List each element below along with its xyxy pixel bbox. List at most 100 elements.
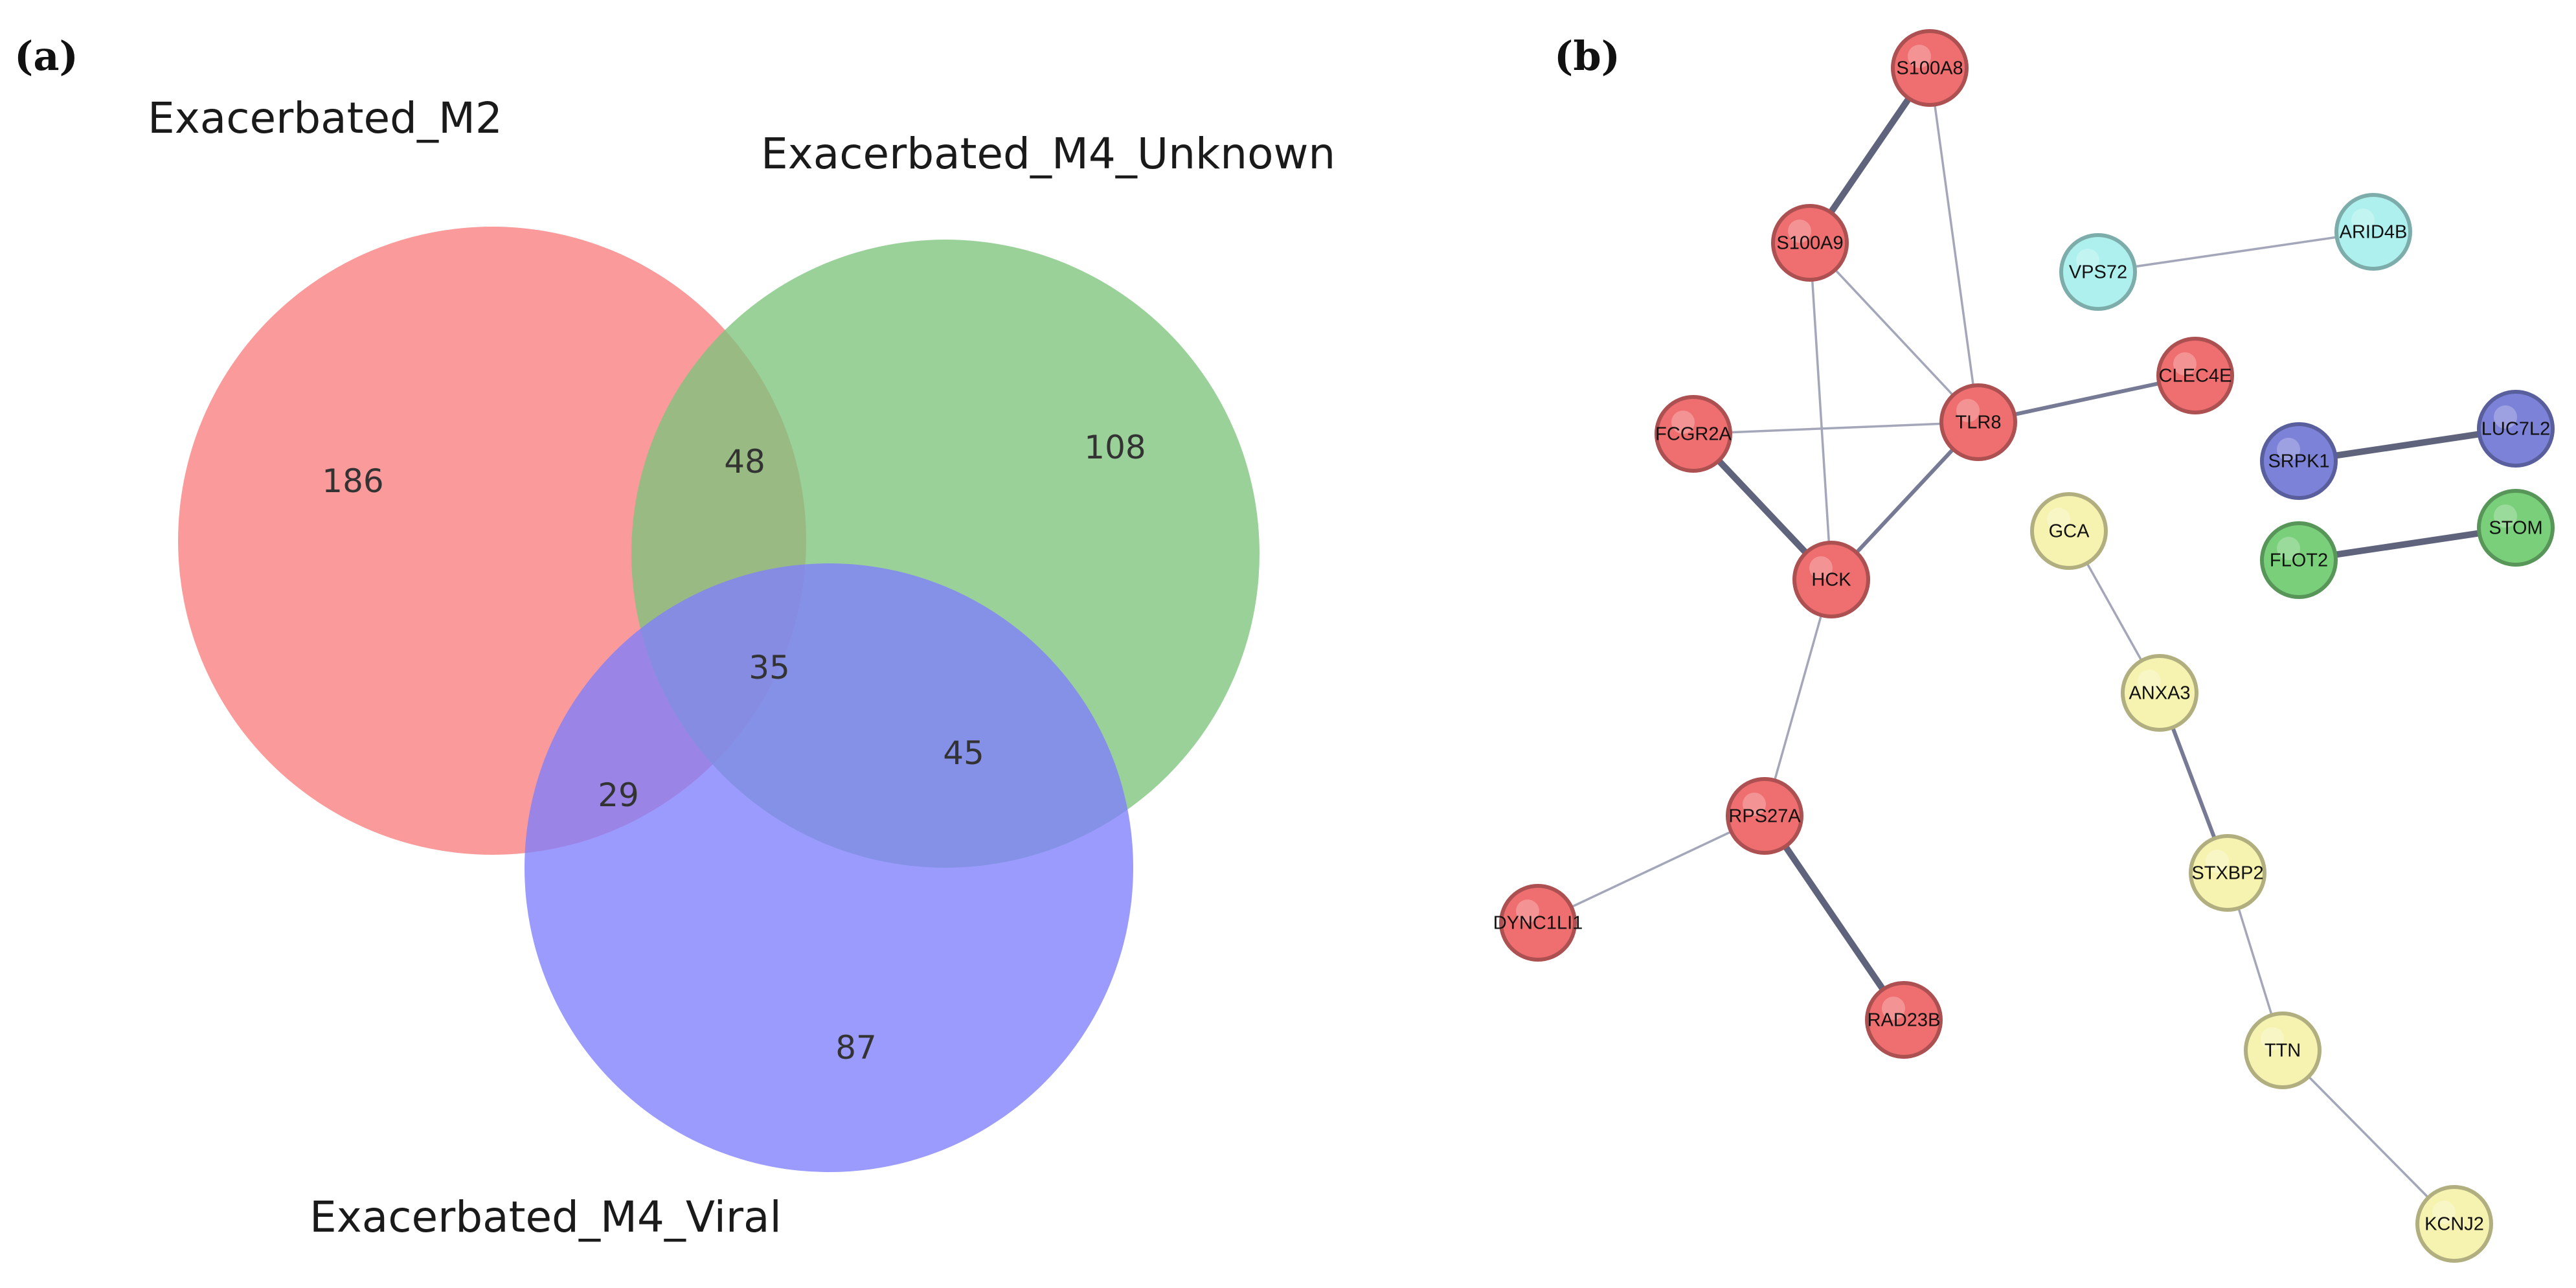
node-rps27a[interactable]: RPS27A bbox=[1726, 777, 1803, 855]
node-label: STXBP2 bbox=[2191, 863, 2263, 884]
venn-diagram: Exacerbated_M2 Exacerbated_M4_Unknown Ex… bbox=[148, 93, 1335, 1242]
node-circle bbox=[2156, 337, 2234, 414]
venn-set-m2-title: Exacerbated_M2 bbox=[148, 93, 503, 143]
node-circle bbox=[2334, 193, 2412, 271]
node-circle bbox=[1726, 777, 1803, 855]
node-highlight bbox=[2261, 1027, 2284, 1050]
node-anxa3[interactable]: ANXA3 bbox=[2121, 654, 2198, 732]
venn-count-m2-unknown: 48 bbox=[724, 443, 765, 480]
node-ttn[interactable]: TTN bbox=[2244, 1011, 2322, 1089]
node-label: CLEC4E bbox=[2159, 366, 2232, 387]
venn-set-m4-unknown-title: Exacerbated_M4_Unknown bbox=[761, 129, 1335, 179]
node-s100a8[interactable]: S100A8 bbox=[1891, 29, 1969, 107]
edge-s100a9-hck bbox=[1809, 242, 1833, 581]
node-highlight bbox=[1743, 793, 1766, 816]
node-flot2[interactable]: FLOT2 bbox=[2260, 521, 2338, 599]
node-dync1li1[interactable]: DYNC1LI1 bbox=[1493, 884, 1583, 962]
node-highlight bbox=[1788, 220, 1811, 243]
node-highlight bbox=[1908, 45, 1931, 68]
node-rad23b[interactable]: RAD23B bbox=[1865, 981, 1943, 1059]
venn-count-all-three: 35 bbox=[749, 649, 790, 686]
node-circle bbox=[2260, 422, 2338, 500]
node-hck[interactable]: HCK bbox=[1792, 541, 1870, 618]
node-label: STOM bbox=[2489, 518, 2542, 539]
node-arid4b[interactable]: ARID4B bbox=[2334, 193, 2412, 271]
node-circle bbox=[1655, 395, 1732, 473]
node-highlight bbox=[2277, 438, 2300, 461]
venn-set-m4-viral-circle bbox=[525, 563, 1133, 1172]
node-highlight bbox=[1516, 899, 1539, 923]
node-highlight bbox=[1809, 556, 1833, 580]
node-circle bbox=[2121, 654, 2198, 732]
node-circle bbox=[2260, 521, 2338, 599]
node-circle bbox=[2059, 233, 2137, 311]
node-label: RPS27A bbox=[1728, 806, 1801, 827]
node-highlight bbox=[2277, 537, 2300, 560]
node-label: KCNJ2 bbox=[2424, 1214, 2484, 1235]
node-circle bbox=[2030, 492, 2108, 570]
venn-count-m2-only: 186 bbox=[322, 462, 383, 500]
node-circle bbox=[1891, 29, 1969, 107]
node-highlight bbox=[2173, 352, 2197, 376]
node-label: VPS72 bbox=[2069, 262, 2127, 283]
panel-a-label: (a) bbox=[14, 32, 78, 80]
venn-count-unknown-only: 108 bbox=[1084, 429, 1146, 466]
panel-b-label: (b) bbox=[1554, 32, 1621, 80]
edge-vps72-arid4b bbox=[2097, 231, 2375, 273]
venn-set-m4-viral-title: Exacerbated_M4_Viral bbox=[310, 1192, 782, 1242]
node-highlight bbox=[1671, 411, 1695, 434]
node-label: TTN bbox=[2265, 1041, 2301, 1061]
node-label: LUC7L2 bbox=[2481, 419, 2550, 440]
edge-rps27a-rad23b bbox=[1761, 813, 1907, 1023]
edge-hck-rps27a bbox=[1763, 578, 1833, 817]
venn-count-viral-only: 87 bbox=[835, 1029, 877, 1067]
node-circle bbox=[2477, 489, 2555, 567]
node-label: ARID4B bbox=[2340, 222, 2408, 243]
node-label: SRPK1 bbox=[2268, 451, 2329, 472]
node-label: FCGR2A bbox=[1655, 424, 1732, 445]
edge-fcgr2a-tlr8 bbox=[1692, 421, 1980, 435]
node-highlight bbox=[2138, 670, 2161, 693]
node-circle bbox=[2244, 1011, 2322, 1089]
node-fcgr2a[interactable]: FCGR2A bbox=[1655, 395, 1732, 473]
node-label: RAD23B bbox=[1868, 1010, 1941, 1031]
node-kcnj2[interactable]: KCNJ2 bbox=[2415, 1185, 2493, 1263]
node-circle bbox=[2415, 1185, 2493, 1263]
node-clec4e[interactable]: CLEC4E bbox=[2156, 337, 2234, 414]
node-label: TLR8 bbox=[1956, 412, 2002, 433]
node-highlight bbox=[2494, 405, 2517, 429]
node-stxbp2[interactable]: STXBP2 bbox=[2189, 834, 2266, 912]
node-highlight bbox=[2494, 504, 2517, 528]
node-s100a9[interactable]: S100A9 bbox=[1771, 204, 1849, 282]
node-tlr8[interactable]: TLR8 bbox=[1939, 383, 2017, 461]
node-circle bbox=[1865, 981, 1943, 1059]
node-circle bbox=[2189, 834, 2266, 912]
node-circle bbox=[1499, 884, 1577, 962]
node-circle bbox=[1771, 204, 1849, 282]
node-highlight bbox=[2351, 209, 2375, 232]
node-label: S100A8 bbox=[1896, 58, 1963, 79]
edge-rps27a-dync1li1 bbox=[1537, 815, 1766, 924]
edge-s100a9-tlr8 bbox=[1809, 242, 1980, 424]
node-highlight bbox=[2047, 508, 2070, 531]
node-circle bbox=[1792, 541, 1870, 618]
node-highlight bbox=[2076, 249, 2099, 272]
node-highlight bbox=[2432, 1201, 2456, 1224]
node-label: ANXA3 bbox=[2129, 683, 2190, 704]
node-vps72[interactable]: VPS72 bbox=[2059, 233, 2137, 311]
node-luc7l2[interactable]: LUC7L2 bbox=[2477, 390, 2555, 468]
node-gca[interactable]: GCA bbox=[2030, 492, 2108, 570]
node-highlight bbox=[1956, 399, 1980, 422]
node-circle bbox=[2477, 390, 2555, 468]
venn-count-m2-viral: 29 bbox=[598, 776, 639, 814]
node-circle bbox=[1939, 383, 2017, 461]
node-label: FLOT2 bbox=[2270, 550, 2328, 571]
edge-s100a8-tlr8 bbox=[1928, 67, 1980, 424]
node-label: DYNC1LI1 bbox=[1493, 913, 1583, 934]
node-stom[interactable]: STOM bbox=[2477, 489, 2555, 567]
node-highlight bbox=[2206, 850, 2229, 873]
node-srpk1[interactable]: SRPK1 bbox=[2260, 422, 2338, 500]
